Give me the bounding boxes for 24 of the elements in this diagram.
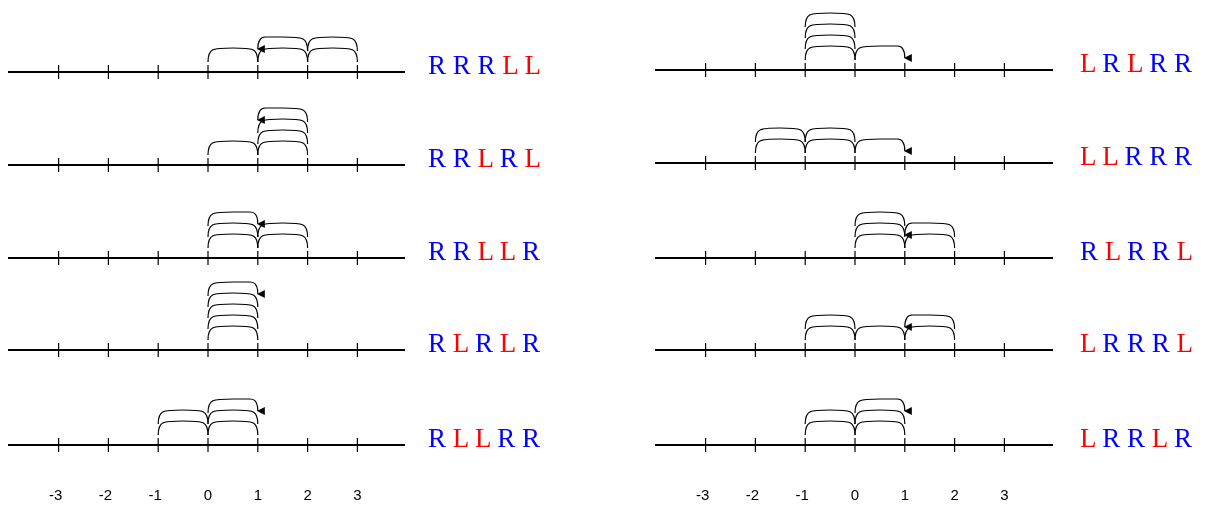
tick-label: -2 <box>97 486 114 504</box>
tick-label: 0 <box>202 486 214 504</box>
step-sequence: R R L R L <box>428 143 542 173</box>
step-sequence: R L R L R <box>428 328 541 358</box>
step-sequence: R R L L R <box>428 236 541 266</box>
tick-label: -2 <box>744 486 761 504</box>
step-sequence: R L R R L <box>1080 236 1194 266</box>
tick-label: 2 <box>302 486 313 504</box>
step-sequence: R L L R R <box>428 423 541 453</box>
tick-label: 3 <box>352 486 363 504</box>
tick-label: -1 <box>147 486 163 504</box>
step-sequence: L L R R R <box>1080 141 1193 171</box>
step-sequence: L R R R L <box>1080 328 1194 358</box>
step-sequence: R R R L L <box>428 50 542 80</box>
tick-label: 2 <box>949 486 960 504</box>
tick-label: -3 <box>694 486 711 504</box>
tick-label: 0 <box>849 486 861 504</box>
tick-label: -1 <box>794 486 810 504</box>
tick-label: 3 <box>999 486 1010 504</box>
step-sequence: L R L R R <box>1080 48 1193 78</box>
tick-label: 1 <box>899 486 910 504</box>
tick-label: 1 <box>252 486 263 504</box>
tick-label: -3 <box>47 486 64 504</box>
step-sequence: L R R L R <box>1080 423 1193 453</box>
